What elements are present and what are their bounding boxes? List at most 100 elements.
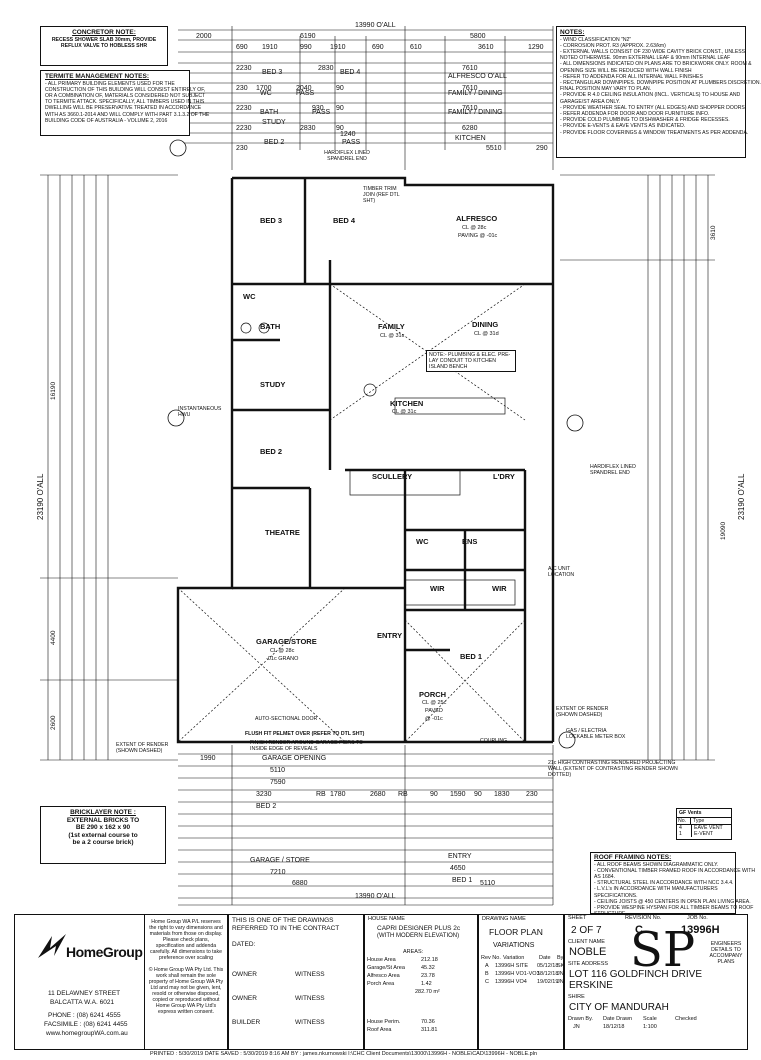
- roof-note: - PROVIDE WESPINE HYSPAN FOR ALL TIMBER …: [594, 904, 754, 911]
- room-alfresco: ALFRESCO: [456, 214, 498, 223]
- drawing-cell: DRAWING NAME FLOOR PLAN VARIATIONS Rev N…: [478, 914, 564, 1050]
- roof-framing-notes: ROOF FRAMING NOTES: - ALL ROOF BEAMS SHO…: [590, 852, 755, 917]
- dining-ceiling: CL @ 31d: [474, 331, 499, 337]
- roof-area-value: 311.81: [421, 1027, 438, 1033]
- top-dim: 90: [336, 85, 344, 92]
- perimeter-label: House Perim.: [367, 1019, 401, 1025]
- bricklayer-line: EXTERNAL BRICKS TO: [66, 816, 140, 824]
- gf-vents-no: 1: [677, 831, 692, 837]
- company-phone: PHONE : (08) 6241 4555: [48, 1012, 121, 1019]
- var-desc: 13996H VO4: [495, 979, 527, 985]
- drawing-ref: THIS IS ONE OF THE DRAWINGS REFERRED TO …: [232, 917, 340, 932]
- roof-note: - L.V.L's IN ACCORDANCE WITH MANUFACTURE…: [594, 886, 718, 893]
- top-dim: 2830: [300, 125, 316, 132]
- top-dim: 5800: [470, 33, 486, 40]
- concretor-line-2: REFLUX VALVE TO HOBLESS SHR: [60, 42, 148, 49]
- var-col: Variation: [503, 955, 525, 961]
- bottom-dim: 1780: [330, 791, 346, 798]
- top-dim: 610: [410, 44, 422, 51]
- top-dim-label: PASS: [296, 90, 315, 97]
- client-value: NOBLE: [569, 946, 607, 958]
- bricklayer-line: (1st external course to: [68, 831, 138, 839]
- company-logo: [36, 932, 70, 967]
- var-date: 19/02/19: [537, 979, 559, 985]
- note-line: - CORROSION PROT. R3 (APPROX. 2.63/km): [560, 42, 666, 49]
- drawn-by-value: JN: [573, 1024, 580, 1030]
- termite-line: BUILDING CODE OF AUSTRALIA - VOLUME 2, 2…: [45, 117, 168, 124]
- top-dim-label: BED 4: [340, 69, 361, 76]
- company-web: www.homegroupWA.com.au: [46, 1030, 128, 1037]
- room-ensuite: ENS: [462, 537, 478, 546]
- site-label: SITE ADDRESS: [568, 961, 609, 967]
- gf-vents-col-type: Type: [693, 818, 705, 824]
- company-address-1: 11 DELAWNEY STREET: [48, 990, 121, 997]
- gf-vents-col-no: No.: [677, 818, 691, 824]
- bottom-dim-label: GARAGE / STORE: [250, 857, 310, 864]
- bottom-dim-label: GARAGE OPENING: [262, 755, 327, 762]
- right-dim: 3610: [710, 225, 717, 240]
- family-ceiling: CL @ 31c: [380, 333, 405, 339]
- bottom-dim: 2680: [370, 791, 386, 798]
- room-wir-1: WIR: [430, 584, 445, 593]
- spandrel-top-note: HARDIFLEX LINED SPANDREL END: [324, 150, 370, 162]
- notes-title: NOTES:: [560, 29, 585, 36]
- revision-value: C: [635, 924, 643, 936]
- area-label: Alfresco Area: [367, 973, 400, 979]
- top-dim: 6190: [300, 33, 316, 40]
- porch-paved: PAVED: [425, 708, 443, 714]
- var-by: JN: [557, 979, 564, 985]
- right-dim: 19090: [720, 521, 727, 540]
- alfresco-ceiling: CL @ 28c: [462, 225, 487, 231]
- bottom-dim: 230: [526, 791, 538, 798]
- top-dim: 1910: [262, 44, 278, 51]
- top-dim-label: FAMILY / DINING: [448, 109, 503, 116]
- top-dim-label: KITCHEN: [455, 135, 486, 142]
- gf-vents-title: GF Vents: [677, 809, 731, 818]
- copyright-text: © Home Group WA Pty Ltd. This work shall…: [148, 967, 224, 1015]
- checked-label: Checked: [675, 1016, 697, 1022]
- dated-label: DATED:: [232, 941, 256, 948]
- room-kitchen: KITCHEN: [390, 399, 424, 408]
- hwu-note: INSTANTANEOUS HWU: [178, 406, 222, 418]
- var-rev: A: [485, 963, 489, 969]
- owner-label-1: OWNER: [232, 971, 257, 978]
- top-dim: 690: [372, 44, 384, 51]
- note-line: - PROVIDE COLD PLUMBING TO DISHWASHER & …: [560, 117, 730, 124]
- bottom-dim: 1830: [494, 791, 510, 798]
- scale-label: Scale: [643, 1016, 657, 1022]
- bottom-dim: 3230: [256, 791, 272, 798]
- bottom-dim-label: BED 2: [256, 803, 277, 810]
- var-rev: C: [485, 979, 489, 985]
- room-laundry: L'DRY: [493, 472, 515, 481]
- var-by: JN: [557, 971, 564, 977]
- top-dim: 7610: [462, 85, 478, 92]
- areas-title: AREAS:: [403, 949, 424, 955]
- top-dim: 930: [312, 105, 324, 112]
- sheet-value: 2 OF 7: [571, 925, 602, 936]
- gf-vents-table: GF Vents No. Type 4 EAVE VENT 1 E-VENT: [676, 808, 732, 840]
- bricklayer-line: be a 2 course brick): [72, 839, 134, 846]
- date-drawn-value: 18/12/18: [603, 1024, 625, 1030]
- drawing-name: FLOOR PLAN: [489, 927, 543, 937]
- top-dim: 2000: [196, 33, 212, 40]
- owner-label-2: OWNER: [232, 995, 257, 1002]
- drawing-name-label: DRAWING NAME: [482, 916, 526, 922]
- roof-note: SPECIFICATIONS.: [594, 892, 638, 899]
- termite-line: - ALL PRIMARY BUILDING ELEMENTS USED FOR…: [45, 80, 175, 87]
- bottom-dim-label: BED 1: [452, 877, 473, 884]
- house-name-2: (WITH MODERN ELEVATION): [377, 933, 460, 939]
- garage-floor: -01c GRANO: [266, 656, 299, 662]
- var-col: Date: [539, 955, 551, 961]
- area-label: House Area: [367, 957, 396, 963]
- left-dim: 16190: [50, 381, 57, 400]
- top-dim-label: FAMILY / DINING: [448, 90, 503, 97]
- job-value: 13996H: [681, 924, 720, 936]
- termite-line: DWELLING WILL BE PRESERVATIVE TREATED IN…: [45, 105, 202, 112]
- top-dim-label: WC: [260, 90, 272, 97]
- porch-ceiling: CL @ 25c: [422, 700, 447, 706]
- top-dim: 1700: [256, 85, 272, 92]
- bottom-overall-dim: 13990 O'ALL: [355, 893, 396, 900]
- room-wc2: WC: [416, 537, 429, 546]
- left-overall-dim: 23190 O'ALL: [36, 473, 45, 520]
